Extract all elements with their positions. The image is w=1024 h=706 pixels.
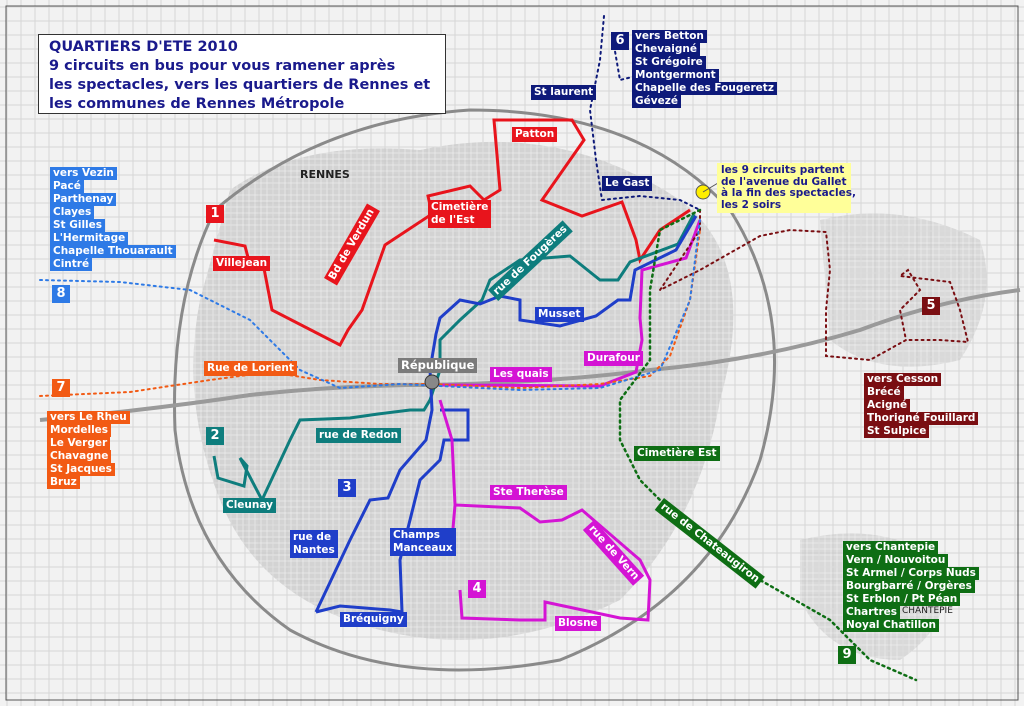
- destination-item: Montgermont: [632, 69, 719, 82]
- route-3-label-brequigny: Bréquigny: [340, 612, 407, 627]
- destination-item: Bourgbarré / Orgères: [843, 580, 975, 593]
- destinations-circuit-9: vers Chantepie Vern / Nouvoitou St Armel…: [843, 541, 979, 632]
- circuit-number-9: 9: [838, 646, 856, 664]
- route-3-label-champs-manceaux: Champs Manceaux: [390, 528, 456, 556]
- destination-item: Gévezé: [632, 95, 681, 108]
- map-label-rennes: RENNES: [300, 168, 350, 181]
- destination-item: St Jacques: [47, 463, 115, 476]
- destination-item: vers Betton: [632, 30, 707, 43]
- destinations-circuit-8: vers Vezin Pacé Parthenay Clayes St Gill…: [50, 167, 176, 271]
- destinations-circuit-6: vers Betton Chevaigné St Grégoire Montge…: [632, 30, 777, 108]
- route-2-label-cleunay: Cleunay: [223, 498, 276, 513]
- map-label-chantepie: CHANTEPIE: [902, 606, 953, 616]
- destination-item: Chavagne: [47, 450, 112, 463]
- destination-item: St Erblon / Pt Péan: [843, 593, 961, 606]
- info-line-2: de l'avenue du Gallet: [721, 175, 847, 188]
- destination-item: Mordelles: [47, 424, 112, 437]
- destination-item: Parthenay: [50, 193, 117, 206]
- title-box: QUARTIERS D'ETE 2010 9 circuits en bus p…: [38, 34, 446, 114]
- circuit-number-3: 3: [338, 479, 356, 497]
- destination-item: Clayes: [50, 206, 95, 219]
- info-line-1: les 9 circuits partent: [721, 164, 845, 176]
- destination-item: vers Chantepie: [843, 541, 939, 554]
- route-3-label-musset: Musset: [535, 307, 584, 322]
- title-line-2: 9 circuits en bus pour vous ramener aprè…: [49, 58, 396, 74]
- route-1-label-villejean: Villejean: [213, 256, 271, 271]
- route-7-label-rue-lorient: Rue de Lorient: [204, 361, 297, 376]
- destination-item: St Armel / Corps Nuds: [843, 567, 979, 580]
- destinations-circuit-7: vers Le Rheu Mordelles Le Verger Chavagn…: [47, 411, 130, 489]
- destination-item: Brécé: [864, 386, 904, 399]
- destination-item: Le Verger: [47, 437, 111, 450]
- republique-marker: [424, 374, 440, 390]
- route-4-label-durafour: Durafour: [584, 351, 643, 366]
- urban-area-east: [820, 213, 987, 367]
- route-2-label-rue-redon: rue de Redon: [316, 428, 402, 443]
- info-note: les 9 circuits partent de l'avenue du Ga…: [717, 163, 856, 213]
- circuit-number-7: 7: [52, 379, 70, 397]
- circuit-number-4: 4: [468, 580, 486, 598]
- destination-item: Bruz: [47, 476, 80, 489]
- route-4-label-ste-therese: Ste Therèse: [490, 485, 567, 500]
- route-5: [657, 209, 970, 362]
- route-9-label-cimetiere-est: Cimetière Est: [634, 446, 720, 461]
- route-4-label-les-quais: Les quais: [490, 367, 552, 382]
- route-6-label-st-laurent: St laurent: [531, 85, 597, 100]
- circuit-number-8: 8: [52, 285, 70, 303]
- route-3-label-rue-nantes: rue de Nantes: [290, 530, 338, 558]
- destination-item: Pacé: [50, 180, 84, 193]
- center-label-republique: République: [398, 358, 478, 373]
- route-9: [618, 208, 918, 682]
- route-3: [314, 215, 698, 614]
- destination-item: vers Cesson: [864, 373, 942, 386]
- route-1: [213, 118, 691, 348]
- destination-item: Noyal Chatillon: [843, 619, 939, 632]
- destination-item: St Grégoire: [632, 56, 706, 69]
- title-line-4: les communes de Rennes Métropole: [49, 96, 345, 112]
- route-8: [39, 219, 701, 392]
- circuit-number-5: 5: [922, 297, 940, 315]
- destination-item: vers Le Rheu: [47, 411, 130, 424]
- destination-item: Chapelle des Fougeretz: [632, 82, 777, 95]
- destination-item: Vern / Nouvoitou: [843, 554, 949, 567]
- destination-item: vers Vezin: [50, 167, 117, 180]
- route-1-label-patton: Patton: [512, 127, 558, 142]
- destination-item: Chevaigné: [632, 43, 700, 56]
- destination-item: St Gilles: [50, 219, 106, 232]
- route-6-label-le-gast: Le Gast: [602, 176, 653, 191]
- route-1-label-cimetiere-est: Cimetière de l'Est: [428, 200, 492, 228]
- destination-item: Acigné: [864, 399, 911, 412]
- destination-item: Cintré: [50, 258, 93, 271]
- info-line-3: à la fin des spectacles,: [721, 187, 856, 199]
- destination-item: Chartres: [843, 606, 901, 619]
- title-line-3: les spectacles, vers les quartiers de Re…: [49, 77, 431, 93]
- ring-road: [173, 108, 777, 672]
- info-line-4: les 2 soirs: [721, 198, 782, 211]
- route-4-label-blosne: Blosne: [555, 616, 601, 631]
- urban-area: [193, 141, 734, 640]
- destination-item: St Sulpice: [864, 425, 930, 438]
- circuit-number-1: 1: [206, 205, 224, 223]
- destination-item: L'Hermitage: [50, 232, 129, 245]
- destination-item: Thorigné Fouillard: [864, 412, 979, 425]
- destination-item: Chapelle Thouarault: [50, 245, 176, 258]
- destinations-circuit-5: vers Cesson Brécé Acigné Thorigné Fouill…: [864, 373, 979, 438]
- circuit-number-2: 2: [206, 427, 224, 445]
- title-line-1: QUARTIERS D'ETE 2010: [49, 39, 238, 55]
- circuit-number-6: 6: [611, 32, 629, 50]
